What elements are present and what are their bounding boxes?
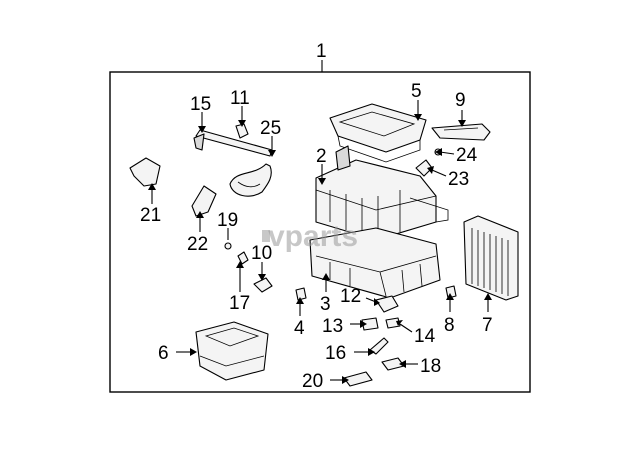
watermark-text: vparts (268, 220, 358, 253)
callout-14: 14 (414, 326, 436, 347)
callout-labels: 1 15 11 5 9 25 2 24 23 21 19 22 10 17 12… (140, 41, 493, 392)
part-8-clip (445, 285, 457, 299)
callout-21: 21 (140, 205, 161, 226)
part-25-hose (229, 163, 272, 197)
part-19-screw (224, 242, 232, 250)
part-14-seal (385, 317, 401, 329)
callout-12: 12 (340, 286, 361, 307)
part-21-bracket (129, 157, 161, 187)
part-2-heater-case (315, 145, 449, 241)
callout-8: 8 (444, 315, 455, 336)
callout-10: 10 (251, 243, 272, 264)
diagram-frame (109, 71, 531, 393)
part-16-link (369, 337, 389, 355)
callout-18: 18 (420, 356, 441, 377)
callout-11: 11 (230, 88, 250, 109)
part-12-motor (375, 295, 399, 313)
callout-13: 13 (322, 316, 343, 337)
callout-23: 23 (448, 169, 469, 190)
callout-7: 7 (482, 315, 493, 336)
part-5-upper-case (329, 103, 427, 163)
callout-6: 6 (158, 343, 169, 364)
part-10-bolt (237, 251, 249, 265)
leaders (148, 100, 492, 384)
callout-19: 19 (217, 210, 238, 231)
callout-16: 16 (325, 343, 346, 364)
callout-3: 3 (320, 294, 331, 315)
callout-20: 20 (302, 371, 323, 392)
part-3-lower-case (309, 227, 441, 299)
callout-22: 22 (187, 234, 208, 255)
callout-1: 1 (316, 41, 327, 62)
part-4-clip (295, 287, 307, 301)
part-7-heater-core (463, 215, 519, 301)
callout-2: 2 (316, 146, 327, 167)
callout-17: 17 (229, 293, 250, 314)
callout-24: 24 (456, 145, 478, 166)
callout-25: 25 (260, 118, 281, 139)
callout-9: 9 (455, 90, 466, 111)
part-13-resistor (361, 317, 379, 331)
part-9-bracket (431, 123, 491, 141)
part-20-link (343, 371, 373, 387)
callout-5: 5 (411, 81, 422, 102)
part-22-actuator (191, 185, 217, 217)
callout-4: 4 (294, 318, 305, 339)
part-17-bracket (253, 277, 273, 293)
watermark: vparts (262, 220, 358, 253)
part-6-drain-tray (195, 321, 269, 381)
callout-15: 15 (190, 94, 211, 115)
